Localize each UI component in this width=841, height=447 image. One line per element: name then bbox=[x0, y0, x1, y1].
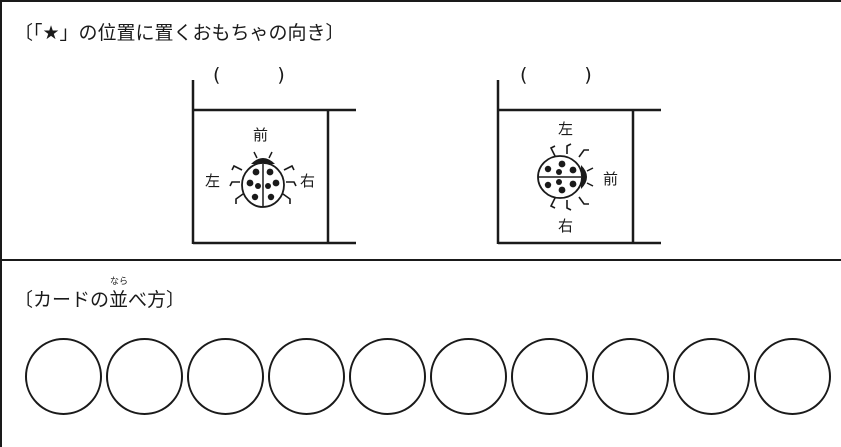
section-title-card-order: 〔カードのなら並べ方〕 bbox=[14, 277, 186, 312]
card-slot-3[interactable] bbox=[187, 338, 264, 415]
label-bottom-2: 右 bbox=[558, 217, 574, 235]
label-front-1: 前 bbox=[253, 126, 269, 144]
title-part-before: 〔カードの bbox=[14, 289, 110, 311]
label-top-2: 左 bbox=[558, 120, 574, 138]
furigana: なら bbox=[110, 277, 129, 287]
ladybug-icon-rotated bbox=[537, 143, 594, 211]
card-slot-10[interactable] bbox=[754, 338, 831, 415]
grid-box-2 bbox=[496, 80, 661, 245]
section-title-toy-direction: 〔「★」の位置に置くおもちゃの向き〕 bbox=[14, 22, 345, 44]
title-part-after: べ方〕 bbox=[128, 289, 186, 311]
label-right-1: 右 bbox=[300, 172, 316, 190]
card-slot-8[interactable] bbox=[592, 338, 669, 415]
card-slot-7[interactable] bbox=[511, 338, 588, 415]
answer-paren-2[interactable]: ( ) bbox=[520, 64, 592, 86]
title-kanji-with-ruby: なら並 bbox=[109, 277, 129, 312]
label-front-2: 前 bbox=[603, 170, 619, 188]
ladybug-icon bbox=[229, 151, 297, 208]
card-slot-1[interactable] bbox=[25, 338, 102, 415]
label-left-1: 左 bbox=[205, 172, 221, 190]
title-kanji: 並 bbox=[109, 289, 129, 311]
card-slot-5[interactable] bbox=[349, 338, 426, 415]
card-slot-9[interactable] bbox=[673, 338, 750, 415]
card-slot-2[interactable] bbox=[106, 338, 183, 415]
card-slot-6[interactable] bbox=[430, 338, 507, 415]
card-slot-4[interactable] bbox=[268, 338, 345, 415]
answer-paren-1[interactable]: ( ) bbox=[213, 64, 285, 86]
grid-box-1 bbox=[191, 80, 356, 245]
